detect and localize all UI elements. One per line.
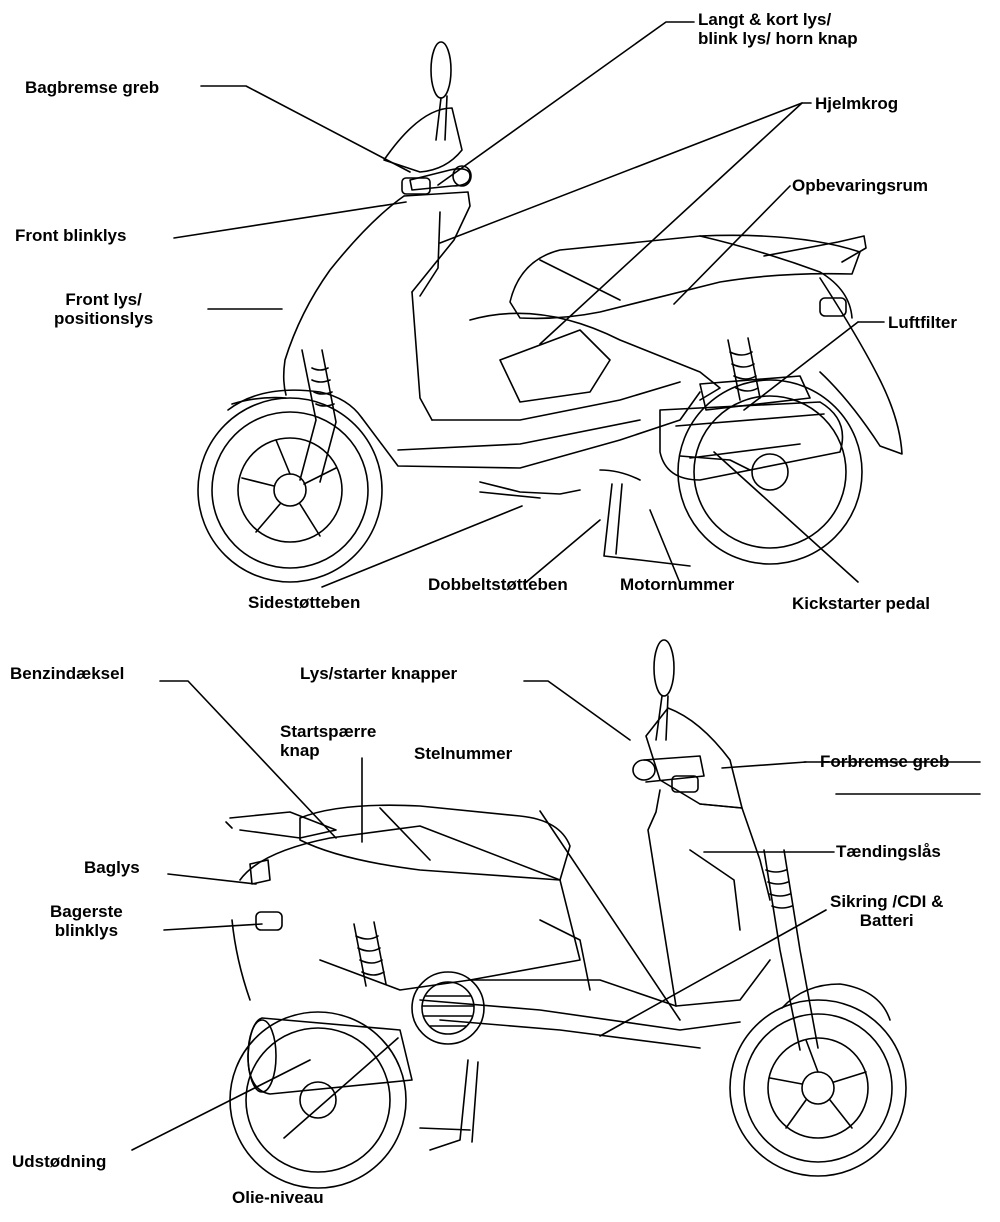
label-fuse-line2: Batteri [860,911,914,930]
label-storage-compartment: Opbevaringsrum [792,176,928,195]
label-engine-number: Motornummer [620,575,734,594]
label-front-brake-lever: Forbremse greb [820,752,949,771]
label-tail-light: Baglys [84,858,140,877]
label-immobilizer-line1: Startspærre [280,722,376,741]
label-fuse-cdi-battery: Sikring /CDI & Batteri [830,892,943,930]
label-front-light-line2: positionslys [54,309,153,328]
label-horn-switch: Langt & kort lys/ blink lys/ horn knap [698,10,858,48]
label-front-light: Front lys/ positionslys [54,290,153,328]
label-immobilizer-line2: knap [280,741,320,760]
label-kickstart-pedal: Kickstarter pedal [792,594,930,613]
label-oil-level: Olie-niveau [232,1188,324,1207]
label-center-stand: Dobbeltstøtteben [428,575,568,594]
label-frame-number: Stelnummer [414,744,512,763]
label-exhaust: Udstødning [12,1152,106,1171]
label-front-indicator: Front blinklys [15,226,126,245]
label-fuel-cap: Benzindæksel [10,664,124,683]
label-rear-indicator-line1: Bagerste [50,902,123,921]
label-rear-indicator-line2: blinklys [55,921,118,940]
label-side-stand: Sidestøtteben [248,593,360,612]
label-rear-indicator: Bagerste blinklys [50,902,123,940]
label-helmet-hook: Hjelmkrog [815,94,898,113]
label-air-filter: Luftfilter [888,313,957,332]
label-horn-switch-line2: blink lys/ horn knap [698,29,858,48]
label-horn-switch-line1: Langt & kort lys/ [698,10,831,29]
label-light-starter-buttons: Lys/starter knapper [300,664,457,683]
label-immobilizer-button: Startspærre knap [280,722,376,760]
label-fuse-line1: Sikring /CDI & [830,892,943,911]
label-rear-brake-lever: Bagbremse greb [25,78,159,97]
label-front-light-line1: Front lys/ [65,290,142,309]
label-ignition-lock: Tændingslås [836,842,941,861]
top-scooter-drawing [198,42,902,582]
